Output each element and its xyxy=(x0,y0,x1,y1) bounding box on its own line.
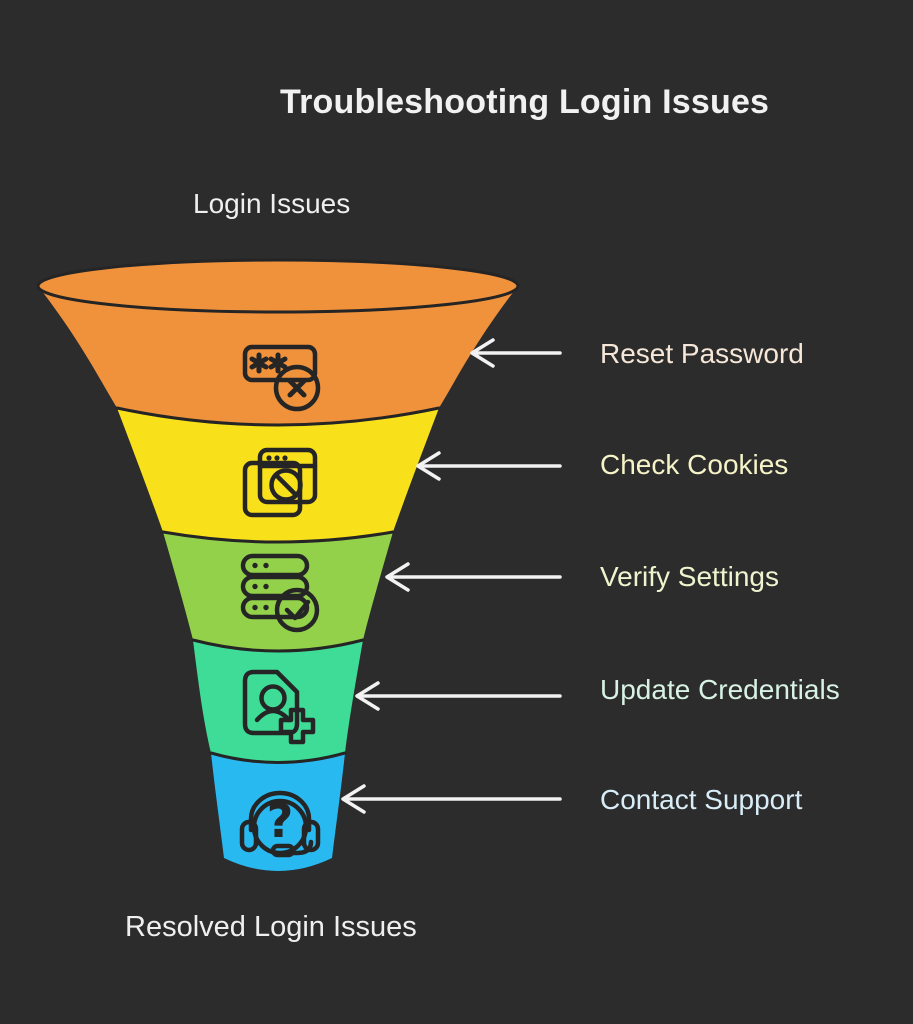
check-circle xyxy=(274,587,320,633)
asterisk-glyphs xyxy=(249,352,288,374)
boundary-green-teal xyxy=(191,638,365,653)
error-circle xyxy=(273,364,321,412)
question-mark: ? xyxy=(267,794,294,848)
stage-label-update-credentials: Update Credentials xyxy=(600,674,840,705)
funnel-mouth xyxy=(36,258,520,314)
server-leds xyxy=(252,562,269,611)
funnel-segment-update-credentials xyxy=(193,640,363,763)
funnel-top-label: Login Issues xyxy=(193,188,351,219)
funnel-segment-verify-settings xyxy=(163,532,393,651)
boundary-yellow-green xyxy=(161,530,395,544)
blocked-slash xyxy=(273,472,299,498)
plus-shape xyxy=(278,707,316,745)
boundary-orange-yellow xyxy=(115,406,441,427)
arrow-verify-settings xyxy=(385,562,562,592)
check-mark xyxy=(284,599,311,621)
boundary-teal-blue xyxy=(209,751,347,764)
document-user-add-icon xyxy=(242,669,316,745)
funnel-bottom-label: Resolved Login Issues xyxy=(125,911,417,943)
server-check-icon xyxy=(240,553,320,633)
password-field-shape xyxy=(242,344,318,383)
x-glyph xyxy=(287,378,307,398)
stage-label-reset-password: Reset Password xyxy=(600,338,804,369)
browser-blocked-icon xyxy=(242,447,318,518)
server-row xyxy=(240,595,310,620)
arrow-reset-password xyxy=(470,338,562,368)
arrow-check-cookies xyxy=(416,451,562,481)
mic-pill xyxy=(270,843,296,858)
stage-label-contact-support: Contact Support xyxy=(600,784,803,815)
front-window-shape xyxy=(257,447,318,505)
headset-question-icon: ? xyxy=(239,790,321,858)
stage-label-check-cookies: Check Cookies xyxy=(600,449,789,480)
ear-cup-left xyxy=(239,819,259,853)
password-error-icon xyxy=(242,344,321,412)
toolbar-dots xyxy=(266,455,288,461)
user-shoulders xyxy=(254,708,292,723)
page-title: Troubleshooting Login Issues xyxy=(280,83,770,121)
headband xyxy=(248,790,312,833)
blocked-circle xyxy=(269,468,303,502)
mic-arm xyxy=(290,839,314,856)
arrow-contact-support xyxy=(341,784,562,814)
stage-label-verify-settings: Verify Settings xyxy=(600,561,779,592)
document-shape xyxy=(242,669,300,736)
arrow-update-credentials xyxy=(355,681,562,711)
